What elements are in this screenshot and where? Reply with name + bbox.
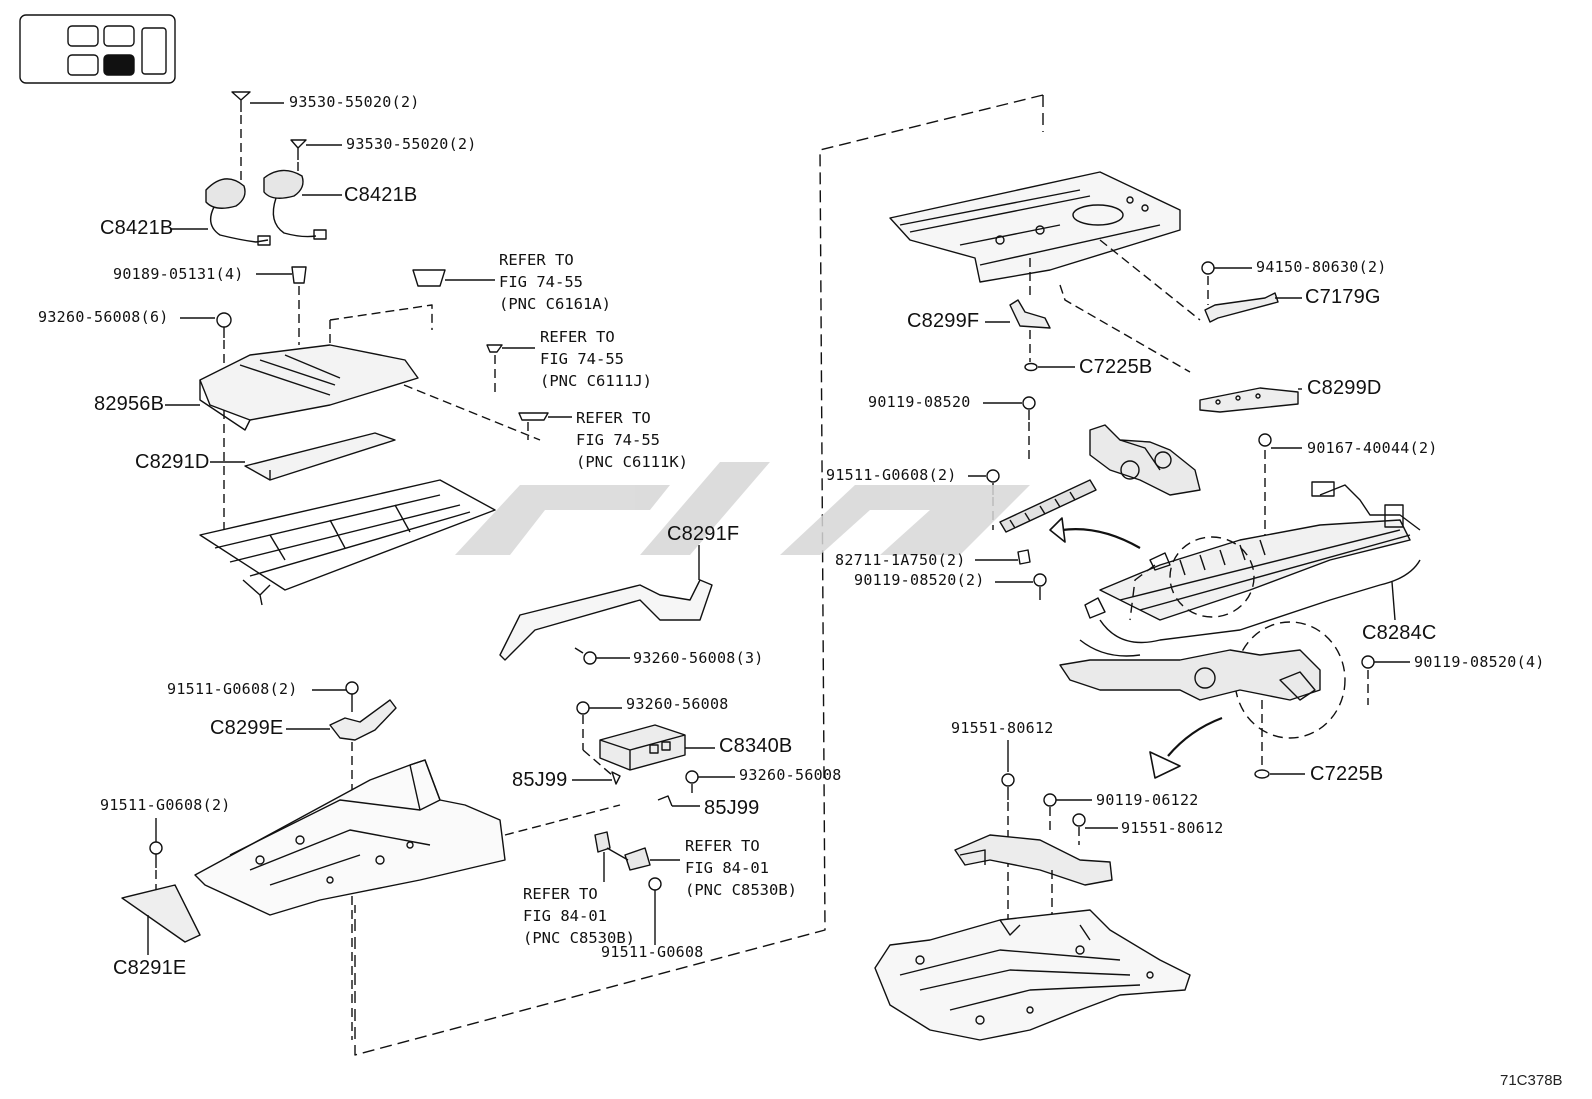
- seat-bracket: [1009, 299, 1051, 329]
- part-label-C7179G: C7179G: [1305, 286, 1381, 308]
- bolt-icon: [1033, 573, 1047, 600]
- bolt-icon: [216, 312, 232, 338]
- part-label-93260-56008: 93260-56008(6): [38, 308, 169, 326]
- part-label-C7225B: C7225B: [1310, 763, 1384, 785]
- clip-icon: [1017, 549, 1031, 565]
- seat-bracket: [329, 699, 397, 741]
- connector-icon: [594, 831, 651, 871]
- part-label-C7225B: C7225B: [1079, 356, 1153, 378]
- reference-note: REFER TO FIG 84-01 (PNC C8530B): [523, 885, 635, 947]
- bolt-icon: [576, 701, 622, 715]
- pad-icon: [518, 412, 549, 421]
- pad-icon: [486, 344, 503, 353]
- part-label-C8291D: C8291D: [135, 451, 210, 473]
- bolt-icon: [583, 651, 630, 665]
- washer-icon: [1254, 769, 1270, 779]
- clip-icon: [291, 266, 307, 284]
- bolt-icon: [1043, 793, 1092, 807]
- washer-icon: [1024, 362, 1038, 372]
- part-label-C8421B: C8421B: [100, 217, 174, 239]
- seat-floor-cover: [199, 344, 419, 431]
- screw-icon: [290, 139, 307, 160]
- part-label-82956B: 82956B: [94, 393, 165, 415]
- screw-icon: [231, 91, 251, 112]
- part-label-93260-56008: 93260-56008(3): [633, 649, 764, 667]
- bolt-icon: [1258, 433, 1302, 449]
- part-label-90167-40044: 90167-40044(2): [1307, 439, 1438, 457]
- upper-seat-rail-assembly: [889, 171, 1181, 283]
- part-label-90119-08520: 90119-08520(2): [854, 571, 985, 589]
- part-label-91511-G0608: 91511-G0608: [601, 943, 704, 961]
- part-label-C8421B: C8421B: [344, 184, 418, 206]
- part-label-90119-06122: 90119-06122: [1096, 791, 1199, 809]
- part-label-93530-55020: 93530-55020(2): [346, 135, 477, 153]
- section-divider-frame: [354, 94, 1044, 1056]
- seat-motor-lower: [1059, 649, 1321, 701]
- clip-icon: [657, 795, 673, 807]
- bolt-icon: [1201, 261, 1252, 275]
- part-label-C8340B: C8340B: [719, 735, 793, 757]
- clip-icon: [611, 771, 621, 785]
- part-label-91511-G0608: 91511-G0608(2): [167, 680, 298, 698]
- bolt-icon: [1022, 396, 1036, 420]
- gear-rack: [999, 479, 1097, 533]
- part-label-85J99: 85J99: [704, 797, 760, 819]
- seat-switch-icon: [205, 178, 271, 246]
- part-label-91551-80612: 91551-80612: [1121, 819, 1224, 837]
- bolt-icon: [648, 877, 662, 945]
- pad-icon: [412, 269, 446, 287]
- part-label-85J99: 85J99: [512, 769, 568, 791]
- cable-bracket: [1204, 292, 1279, 323]
- track-cover-plate: [1199, 387, 1299, 413]
- part-label-90189-05131: 90189-05131(4): [113, 265, 244, 283]
- part-label-91551-80612: 91551-80612: [951, 719, 1054, 737]
- curved-arrow-icon: [1149, 716, 1223, 779]
- seat-switch-icon: [263, 169, 327, 240]
- bolt-icon: [1072, 813, 1118, 829]
- part-label-C8291F: C8291F: [667, 523, 740, 545]
- bolt-icon: [1361, 655, 1410, 669]
- bolt-icon: [345, 681, 359, 712]
- floor-trim-plate: [244, 432, 396, 481]
- seat-cover-bracket: [954, 834, 1113, 886]
- trim-cover-end: [121, 884, 201, 943]
- side-trim-rail: [499, 579, 713, 661]
- reference-note: REFER TO FIG 84-01 (PNC C8530B): [685, 837, 797, 899]
- bolt-icon: [149, 841, 163, 868]
- part-label-82711-1A750: 82711-1A750(2): [835, 551, 966, 569]
- reference-note: REFER TO FIG 74-55 (PNC C6111J): [540, 328, 652, 390]
- part-label-C8299E: C8299E: [210, 717, 284, 739]
- part-label-C8284C: C8284C: [1362, 622, 1437, 644]
- reference-note: REFER TO FIG 74-55 (PNC C6111K): [576, 409, 688, 471]
- seat-cushion-frame: [874, 909, 1191, 1041]
- part-label-91511-G0608: 91511-G0608(2): [100, 796, 231, 814]
- part-label-C8291E: C8291E: [113, 957, 187, 979]
- curved-arrow-icon: [1049, 517, 1141, 549]
- part-label-93530-55020: 93530-55020(2): [289, 93, 420, 111]
- part-label-93260-56008: 93260-56008: [626, 695, 729, 713]
- seat-track-frame: [199, 479, 496, 606]
- part-label-C8299F: C8299F: [907, 310, 980, 332]
- seat-motor-upper: [1089, 424, 1201, 496]
- part-label-90119-08520: 90119-08520(4): [1414, 653, 1545, 671]
- part-label-94150-80630: 94150-80630(2): [1256, 258, 1387, 276]
- part-label-C8299D: C8299D: [1307, 377, 1382, 399]
- bolt-icon: [1001, 773, 1015, 800]
- diagram-code: 71C378B: [1500, 1072, 1563, 1089]
- reference-note: REFER TO FIG 74-55 (PNC C6161A): [499, 251, 611, 313]
- seat-harness-assembly: [1079, 481, 1421, 657]
- watermark-logo: [455, 462, 1030, 555]
- bolt-icon: [685, 770, 735, 784]
- part-label-93260-56008: 93260-56008: [739, 766, 842, 784]
- window-switch-key-icon: [19, 14, 176, 84]
- seat-base-frame: [194, 759, 506, 916]
- part-label-90119-08520: 90119-08520: [868, 393, 971, 411]
- part-label-91511-G0608: 91511-G0608(2): [826, 466, 957, 484]
- control-module: [599, 724, 686, 771]
